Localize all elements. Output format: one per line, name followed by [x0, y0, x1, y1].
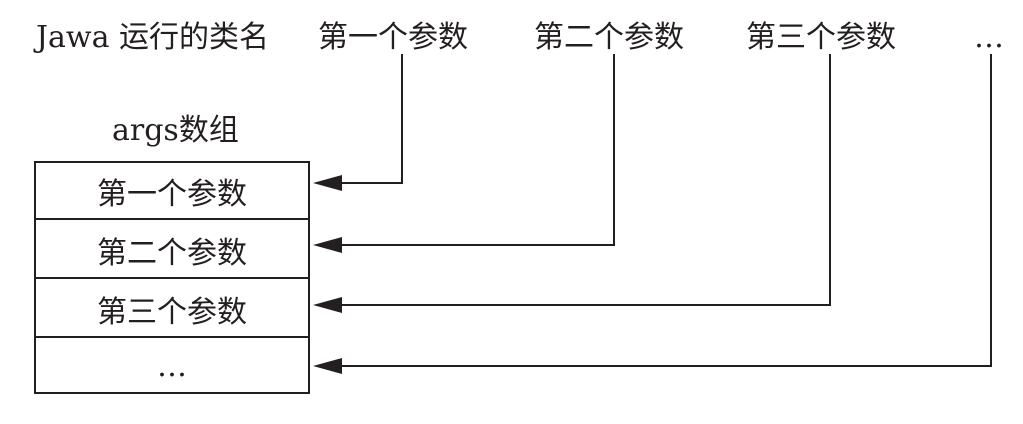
arrow-more-line — [340, 54, 992, 367]
array-cell-3: … — [157, 349, 187, 384]
arrow-param2-line — [340, 54, 615, 246]
args-array-title: args数组 — [112, 113, 239, 148]
class-name-label: Jawa 运行的类名 — [36, 20, 270, 55]
more-params-ellipsis: … — [974, 20, 1004, 55]
arrow-param3-head — [313, 297, 342, 313]
arrow-param2-head — [313, 237, 342, 253]
param3-label: 第三个参数 — [746, 20, 896, 55]
arrow-param1-head — [313, 175, 342, 191]
array-cell-1: 第二个参数 — [36, 222, 308, 279]
args-array: 第一个参数 第二个参数 第三个参数 … — [34, 161, 310, 394]
arrow-param1-line — [340, 54, 403, 184]
array-cell-0: 第一个参数 — [36, 163, 308, 220]
array-cell-2: 第三个参数 — [36, 281, 308, 338]
arrow-param3-line — [340, 54, 831, 306]
param1-label: 第一个参数 — [318, 20, 468, 55]
arrow-more-head — [313, 358, 342, 374]
param2-label: 第二个参数 — [534, 20, 684, 55]
